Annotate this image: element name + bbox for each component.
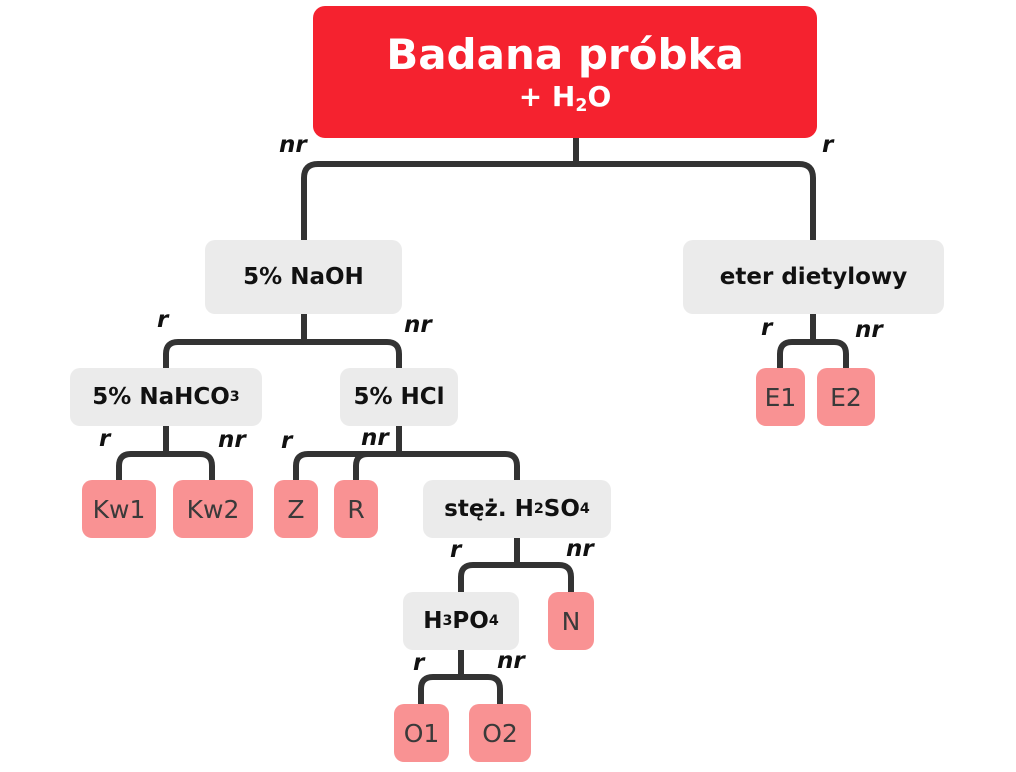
edge-naoh-hcl bbox=[301, 339, 402, 371]
root-title: Badana próbka bbox=[386, 30, 744, 80]
edge-root-eter bbox=[573, 161, 816, 243]
branch-label-nr: nr bbox=[855, 317, 883, 343]
leaf-n: N bbox=[548, 592, 594, 650]
edge-h3po4-o1 bbox=[418, 674, 464, 707]
edge-nahco3-kw1 bbox=[116, 451, 169, 483]
edge-root-naoh bbox=[301, 161, 579, 243]
leaf-r: R bbox=[334, 480, 378, 538]
edge-naoh-nahco3 bbox=[163, 339, 307, 371]
eter-node: eter dietylowy bbox=[683, 240, 944, 314]
branch-label-r: r bbox=[99, 426, 111, 452]
branch-label-nr: nr bbox=[218, 427, 246, 453]
edge-hcl-h2so4 bbox=[396, 451, 520, 483]
branch-label-nr: nr bbox=[566, 536, 594, 562]
leaf-z: Z bbox=[274, 480, 318, 538]
edge-nahco3-kw2 bbox=[163, 451, 215, 483]
edge-h3po4-o2 bbox=[458, 674, 503, 707]
edge-hcl-z bbox=[293, 451, 402, 483]
leaf-o2: O2 bbox=[469, 704, 531, 762]
branch-label-nr: nr bbox=[361, 425, 389, 451]
leaf-e2: E2 bbox=[817, 368, 875, 426]
leaf-kw2: Kw2 bbox=[173, 480, 253, 538]
leaf-o1: O1 bbox=[394, 704, 449, 762]
leaf-kw1: Kw1 bbox=[82, 480, 156, 538]
branch-label-nr: nr bbox=[279, 132, 307, 158]
branch-label-nr: nr bbox=[404, 312, 432, 338]
branch-label-r: r bbox=[761, 315, 773, 341]
edge-hcl-r bbox=[353, 451, 402, 483]
hcl-node: 5% HCl bbox=[340, 368, 458, 426]
branch-label-r: r bbox=[281, 428, 293, 454]
branch-label-r: r bbox=[157, 307, 169, 333]
branch-label-r: r bbox=[822, 132, 834, 158]
edge-eter-e1 bbox=[777, 339, 816, 371]
naoh-node: 5% NaOH bbox=[205, 240, 402, 314]
edge-eter-e2 bbox=[810, 339, 849, 371]
branch-label-r: r bbox=[413, 650, 425, 676]
leaf-e1: E1 bbox=[756, 368, 805, 426]
root-node: Badana próbka + H2O bbox=[313, 6, 817, 138]
edge-h2so4-h3po4 bbox=[458, 562, 520, 595]
branch-label-r: r bbox=[450, 537, 462, 563]
edge-h2so4-n bbox=[514, 562, 574, 595]
root-reagent: + H2O bbox=[518, 79, 612, 116]
branch-label-nr: nr bbox=[497, 648, 525, 674]
